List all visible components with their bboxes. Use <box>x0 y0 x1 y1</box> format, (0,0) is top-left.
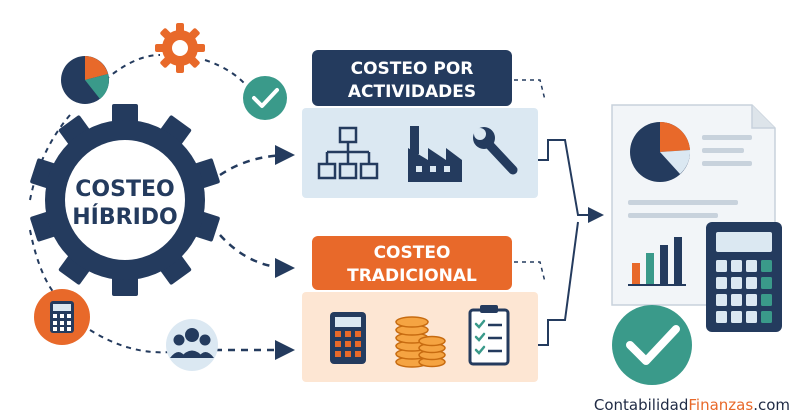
calculator-key <box>731 294 742 306</box>
brand-part3: .com <box>753 396 790 414</box>
calculator-key <box>746 294 757 306</box>
check-icon <box>243 76 287 120</box>
traditional-title-line2: TRADICIONAL <box>347 266 477 286</box>
brand-part1: Contabilidad <box>593 396 689 414</box>
gear-tooth <box>58 253 92 285</box>
calculator-key <box>716 277 727 289</box>
traditional-title-line1: COSTEO <box>374 243 451 263</box>
check-icon <box>612 305 692 385</box>
center-label-line1: COSTEO <box>75 177 174 202</box>
calculator-key <box>761 294 772 306</box>
clipboard-icon <box>468 305 510 366</box>
converging-connectors <box>538 139 604 346</box>
center-label-line2: HÍBRIDO <box>72 204 177 230</box>
panel-brackets <box>514 79 546 283</box>
factory-icon <box>408 126 462 182</box>
calculator-icon <box>706 222 782 332</box>
pie-chart-icon <box>630 121 691 182</box>
brand-part2: Finanzas <box>688 396 754 414</box>
calculator-key <box>761 277 772 289</box>
traditional-costing-panel: COSTEO TRADICIONAL <box>302 236 538 382</box>
connector-arrows <box>215 145 295 360</box>
calculator-key <box>761 260 772 272</box>
org-chart-icon <box>317 126 379 180</box>
brand-footer: ContabilidadFinanzas.com <box>594 396 790 414</box>
pie-chart-icon <box>61 56 109 104</box>
activity-title-line2: ACTIVIDADES <box>348 82 476 102</box>
calculator-icon <box>34 289 90 345</box>
activity-title-line1: COSTEO POR <box>351 59 474 79</box>
gear-tooth <box>58 115 92 147</box>
calculator-key <box>731 311 742 323</box>
bar-chart-icon <box>628 237 686 286</box>
calculator-key <box>716 260 727 272</box>
calculator-key <box>731 260 742 272</box>
calculator-key <box>746 277 757 289</box>
calculator-key <box>746 311 757 323</box>
calculator-icon <box>330 312 366 364</box>
coins-icon <box>395 316 446 368</box>
text-lines <box>628 135 752 218</box>
calculator-key <box>716 311 727 323</box>
calculator-key <box>716 294 727 306</box>
people-icon <box>166 319 218 371</box>
calculator-key <box>761 311 772 323</box>
gear-icon <box>155 23 205 73</box>
activity-costing-panel: COSTEO POR ACTIVIDADES <box>302 50 538 198</box>
center-gear: COSTEO HÍBRIDO <box>30 104 220 296</box>
wrench-icon <box>473 127 518 175</box>
calculator-key <box>746 260 757 272</box>
calculator-key <box>731 277 742 289</box>
gear-tooth <box>158 253 192 285</box>
gear-tooth <box>158 115 192 147</box>
